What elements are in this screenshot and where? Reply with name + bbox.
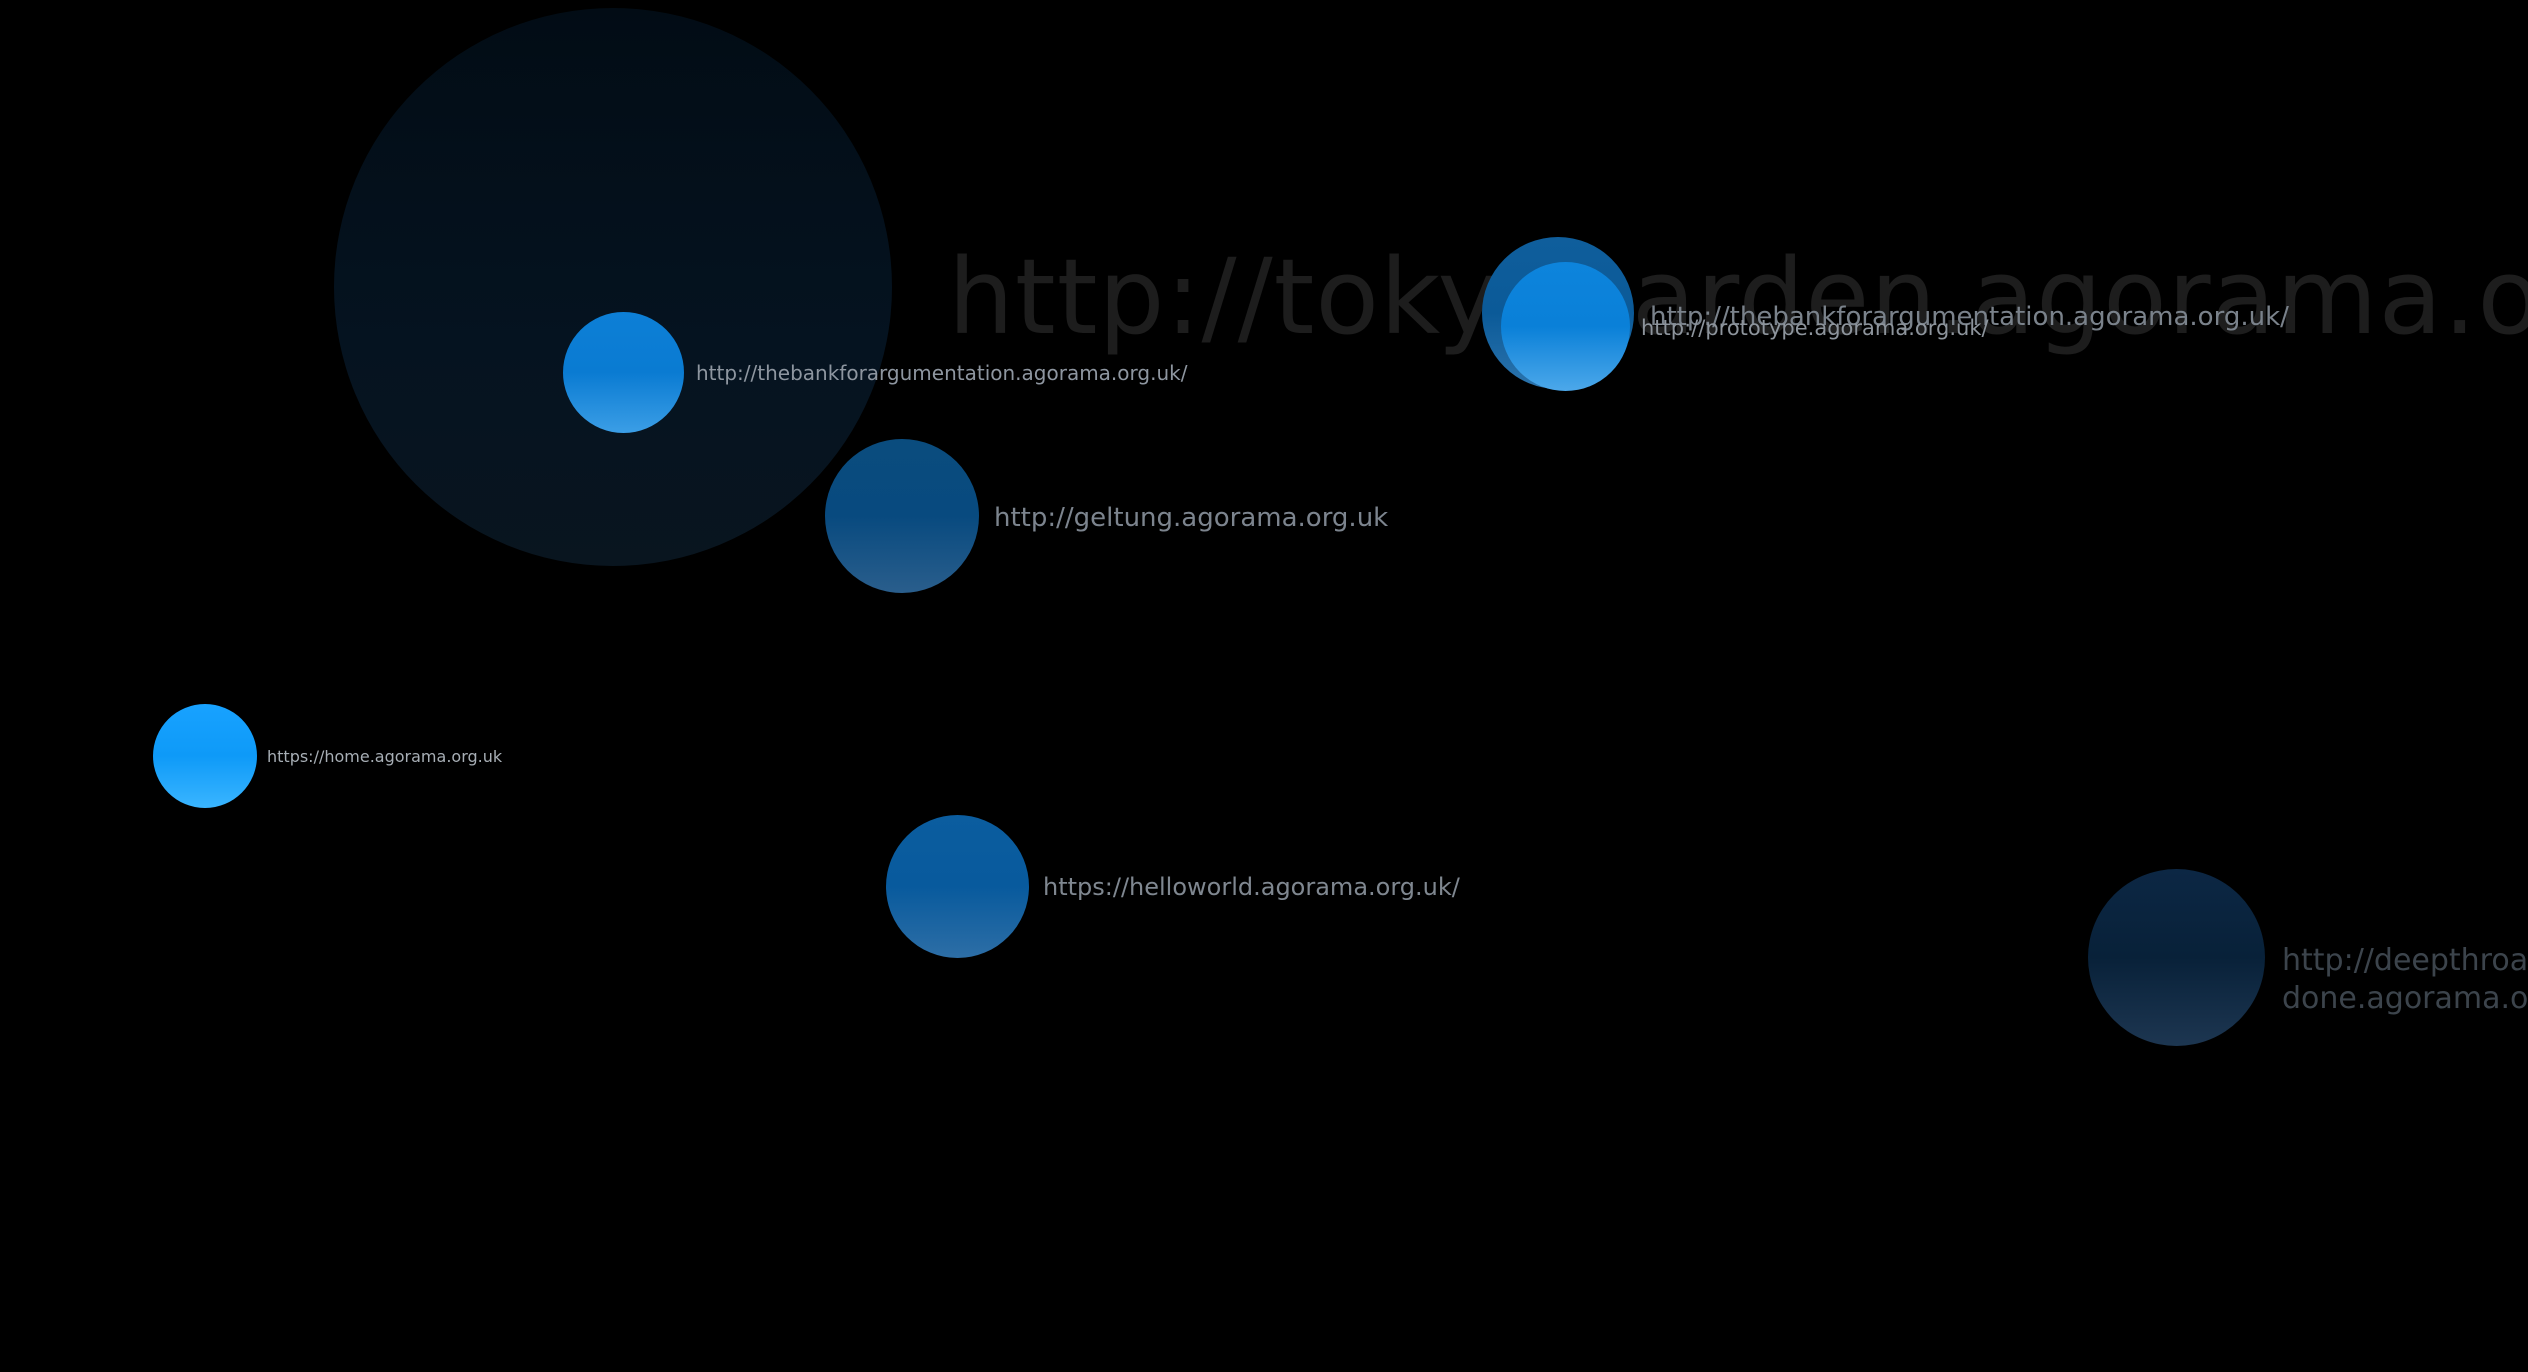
site-label-thebankforargumentation[interactable]: http://thebankforargumentation.agorama.o… [696,361,1188,385]
site-label-helloworld[interactable]: https://helloworld.agorama.org.uk/ [1043,873,1460,901]
site-label-deepthroat[interactable]: http://deepthroat- done.agorama.org [2282,942,2528,1018]
site-label-tokyogarden[interactable]: http://tokyogarden.agorama.org.uk/ [948,236,2528,358]
site-bubble-helloworld[interactable] [886,815,1029,958]
site-bubble-prototype[interactable] [1501,262,1630,391]
site-bubble-deepthroat[interactable] [2088,869,2265,1046]
site-label-home[interactable]: https://home.agorama.org.uk [267,747,503,766]
site-label-thebankforargumentation-top[interactable]: http://thebankforargumentation.agorama.o… [1650,302,2289,332]
site-label-geltung[interactable]: http://geltung.agorama.org.uk [994,503,1389,533]
site-bubble-thebankforargumentation[interactable] [563,312,684,433]
site-label-deepthroat-line1: http://deepthroat- [2282,943,2528,978]
site-bubble-geltung[interactable] [825,439,979,593]
site-label-deepthroat-line2: done.agorama.org [2282,981,2528,1016]
site-label-prototype[interactable]: http://prototype.agorama.org.uk/ [1641,316,1989,340]
site-bubble-tokyogarden[interactable] [334,8,892,566]
site-bubble-home[interactable] [153,704,257,808]
